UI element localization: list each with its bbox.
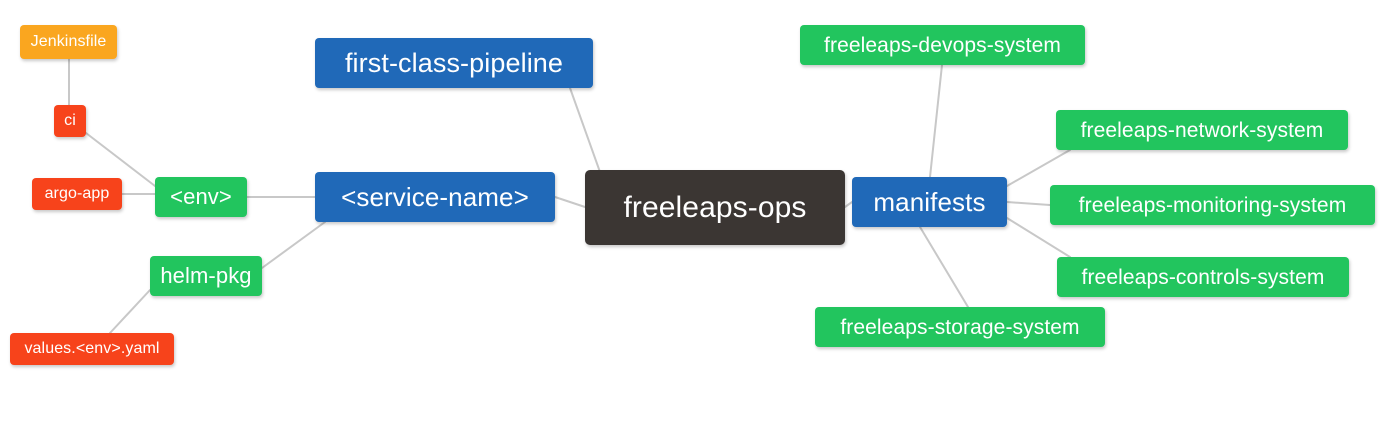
edge-freeleaps-ops-to-manifests (844, 201, 853, 208)
node-freeleaps-network-system[interactable]: freeleaps-network-system (1056, 110, 1348, 150)
node-label: freeleaps-controls-system (1081, 265, 1325, 289)
node-ci[interactable]: ci (54, 105, 86, 137)
node-label: values.<env>.yaml (24, 340, 160, 357)
node-service-name[interactable]: <service-name> (315, 172, 555, 222)
edge-manifests-to-freeleaps-devops-system (929, 64, 943, 178)
edge-service-name-to-helm-pkg (261, 221, 326, 269)
node-first-class-pipeline[interactable]: first-class-pipeline (315, 38, 593, 88)
edge-manifests-to-freeleaps-monitoring-system (1006, 201, 1051, 206)
node-label: freeleaps-network-system (1080, 118, 1324, 142)
node-label: ci (64, 112, 76, 129)
edge-manifests-to-freeleaps-network-system (1006, 149, 1071, 187)
node-env[interactable]: <env> (155, 177, 247, 217)
node-label: freeleaps-ops (623, 190, 807, 224)
node-argo-app[interactable]: argo-app (32, 178, 122, 210)
node-freeleaps-monitoring-system[interactable]: freeleaps-monitoring-system (1050, 185, 1375, 225)
edge-helm-pkg-to-values-env-yaml (109, 289, 151, 334)
node-label: <env> (170, 184, 232, 209)
node-label: argo-app (44, 185, 110, 202)
node-label: manifests (873, 187, 986, 217)
node-manifests[interactable]: manifests (852, 177, 1007, 227)
edge-freeleaps-ops-to-service-name (554, 196, 586, 208)
node-freeleaps-devops-system[interactable]: freeleaps-devops-system (800, 25, 1085, 65)
node-label: helm-pkg (160, 263, 252, 288)
node-label: first-class-pipeline (344, 47, 564, 78)
node-label: <service-name> (341, 182, 529, 212)
node-freeleaps-storage-system[interactable]: freeleaps-storage-system (815, 307, 1105, 347)
node-label: freeleaps-storage-system (840, 315, 1080, 339)
node-label: Jenkinsfile (30, 33, 107, 50)
node-label: freeleaps-monitoring-system (1078, 193, 1347, 217)
edge-freeleaps-ops-to-first-class-pipeline (569, 87, 601, 173)
node-freeleaps-controls-system[interactable]: freeleaps-controls-system (1057, 257, 1349, 297)
node-freeleaps-ops[interactable]: freeleaps-ops (585, 170, 845, 245)
node-jenkinsfile[interactable]: Jenkinsfile (20, 25, 117, 59)
node-label: freeleaps-devops-system (824, 33, 1061, 57)
node-helm-pkg[interactable]: helm-pkg (150, 256, 262, 296)
edge-manifests-to-freeleaps-storage-system (919, 226, 969, 308)
node-values-env-yaml[interactable]: values.<env>.yaml (10, 333, 174, 365)
